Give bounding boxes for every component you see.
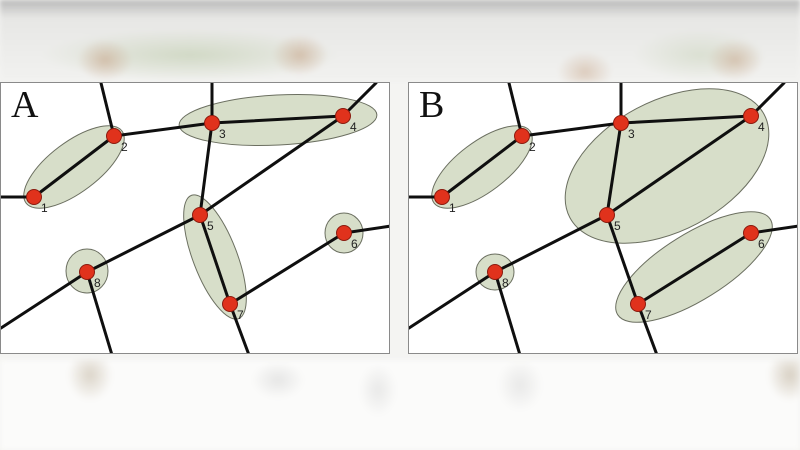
network-node-5 <box>599 207 615 223</box>
node-label-4: 4 <box>350 120 357 134</box>
node-label-8: 8 <box>502 276 509 290</box>
network-node-2 <box>514 128 530 144</box>
network-edge <box>99 83 116 138</box>
blurred-background-top <box>0 0 800 82</box>
network-edge <box>493 213 609 274</box>
network-edge <box>493 270 521 353</box>
network-edge <box>605 213 640 306</box>
network-node-1 <box>26 189 42 205</box>
network-edge <box>198 114 345 217</box>
network-edge <box>112 121 214 138</box>
network-edge <box>636 231 753 306</box>
network-node-1 <box>434 189 450 205</box>
network-edge <box>507 83 524 138</box>
network-node-8 <box>79 264 95 280</box>
network-edge <box>749 224 797 235</box>
node-label-6: 6 <box>351 237 358 251</box>
blurred-background-bottom <box>0 360 800 450</box>
network-edge <box>619 114 753 125</box>
network-diagram-a: 1 2 3 4 5 6 7 8 <box>1 83 389 353</box>
network-node-6 <box>743 225 759 241</box>
network-diagram-b: 1 2 3 4 5 6 7 8 <box>409 83 797 353</box>
node-label-6: 6 <box>758 237 765 251</box>
network-edge <box>520 121 623 138</box>
network-panel-b: 1 2 3 4 5 6 7 8 B <box>408 82 798 354</box>
network-node-4 <box>335 108 351 124</box>
network-node-5 <box>192 207 208 223</box>
network-node-8 <box>487 264 503 280</box>
network-edge <box>210 114 345 125</box>
node-label-1: 1 <box>41 201 48 215</box>
network-edge <box>409 270 497 330</box>
panel-label-b: B <box>419 84 445 126</box>
network-node-4 <box>743 108 759 124</box>
node-label-5: 5 <box>207 219 214 233</box>
network-edge <box>1 270 89 330</box>
node-label-7: 7 <box>645 308 652 322</box>
network-edge <box>605 121 623 217</box>
network-node-3 <box>613 115 629 131</box>
node-label-2: 2 <box>529 140 536 154</box>
node-label-5: 5 <box>614 219 621 233</box>
network-node-6 <box>336 225 352 241</box>
network-edge <box>85 270 113 353</box>
panel-label-a: A <box>11 84 39 126</box>
network-edge <box>636 302 658 353</box>
node-label-8: 8 <box>94 276 101 290</box>
network-edge <box>228 302 250 353</box>
node-label-3: 3 <box>628 127 635 141</box>
node-label-2: 2 <box>121 140 128 154</box>
network-node-2 <box>106 128 122 144</box>
network-edge <box>85 213 202 274</box>
network-node-3 <box>204 115 220 131</box>
node-label-3: 3 <box>219 127 226 141</box>
network-node-7 <box>222 296 238 312</box>
node-label-7: 7 <box>237 308 244 322</box>
network-edge <box>440 134 524 199</box>
network-edge <box>198 213 232 306</box>
network-edge <box>228 231 346 306</box>
network-panel-a: 1 2 3 4 5 6 7 8 A <box>0 82 390 354</box>
node-label-1: 1 <box>449 201 456 215</box>
node-label-4: 4 <box>758 120 765 134</box>
network-edge <box>605 114 753 217</box>
network-node-7 <box>630 296 646 312</box>
network-edge <box>32 134 116 199</box>
network-edge <box>198 121 214 217</box>
